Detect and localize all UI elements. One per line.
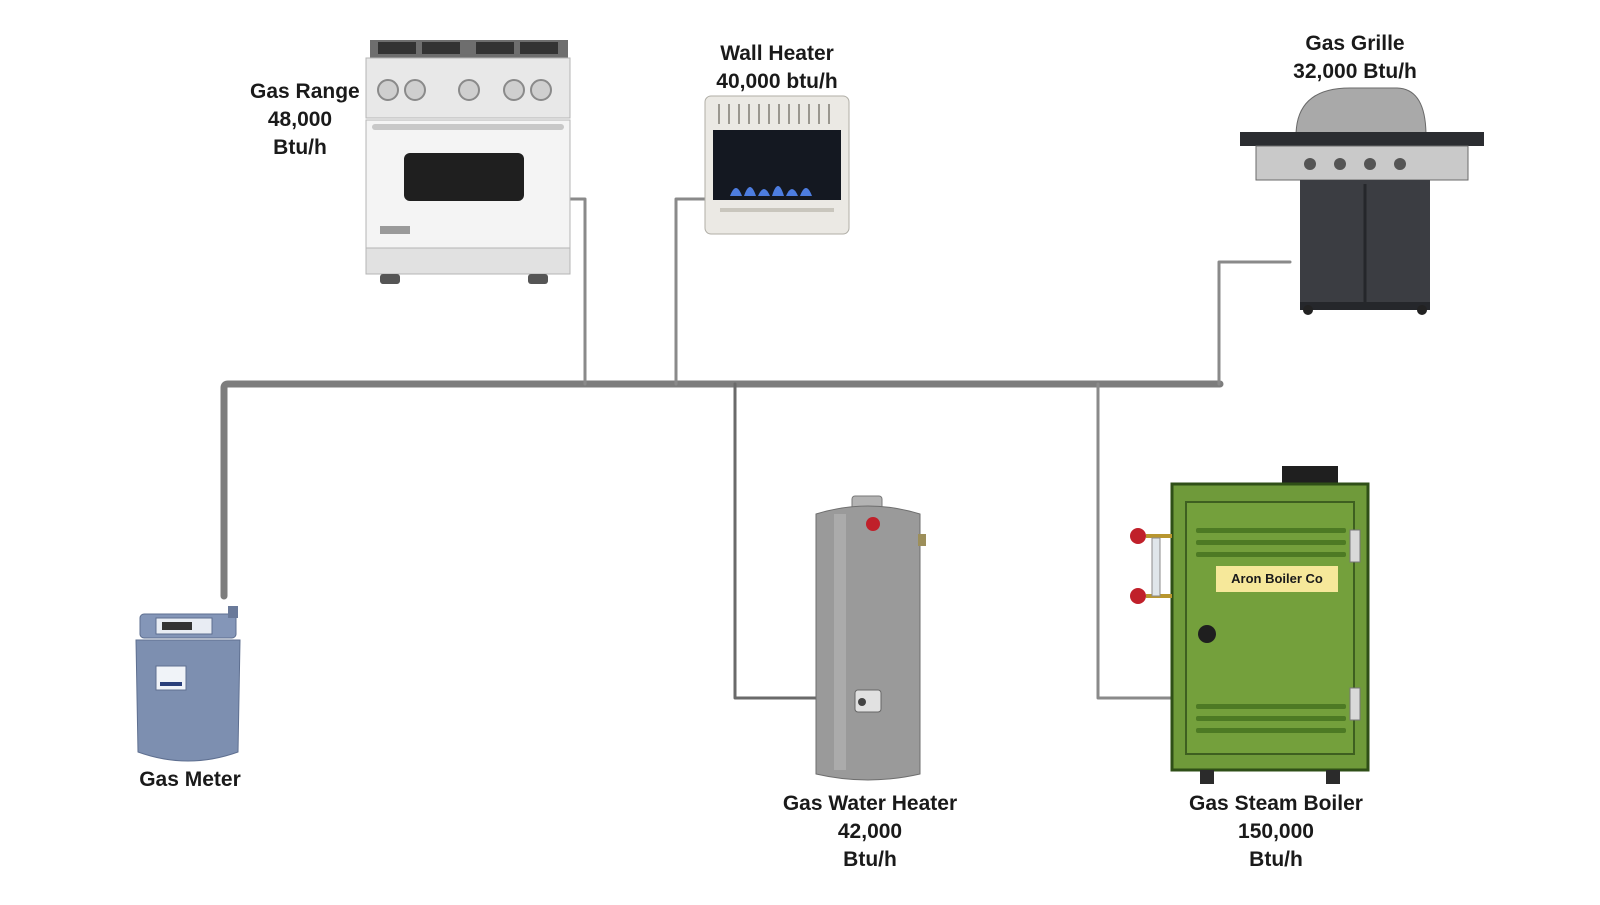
gas-grill-icon [1240, 87, 1484, 315]
water-heater-label: Gas Water Heater 42,000 Btu/h [770, 790, 970, 874]
steam-boiler-rating: 150,000 [1238, 820, 1314, 843]
steam-boiler-label: Gas Steam Boiler 150,000 Btu/h [1176, 790, 1376, 874]
gas-range-unit: Btu/h [273, 136, 327, 159]
gas-range-name: Gas Range [250, 80, 360, 103]
gas-meter-label: Gas Meter [130, 766, 250, 794]
steam-boiler-icon [1130, 466, 1370, 784]
gas-piping [220, 197, 1292, 700]
gas-range-label: Gas Range 48,000 Btu/h [250, 78, 360, 162]
steam-boiler-unit: Btu/h [1249, 848, 1303, 871]
gas-grill-label: Gas Grille 32,000 Btu/h [1280, 30, 1430, 86]
branch-gas-grill [1217, 260, 1292, 386]
wall-heater-icon [704, 95, 850, 235]
boiler-nameplate: Aron Boiler Co [1216, 566, 1338, 592]
gas-meter-name: Gas Meter [139, 768, 241, 791]
water-heater-name: Gas Water Heater [782, 792, 958, 815]
wall-heater-rating: 40,000 btu/h [716, 70, 838, 93]
wall-heater-label: Wall Heater 40,000 btu/h [702, 40, 852, 96]
steam-boiler-name: Gas Steam Boiler [1189, 792, 1363, 815]
main-gas-line [220, 380, 1224, 600]
gas-meter-icon [135, 606, 241, 762]
gas-range-icon [365, 40, 571, 284]
gas-grill-rating: 32,000 Btu/h [1293, 60, 1417, 83]
wall-heater-name: Wall Heater [720, 42, 834, 65]
gas-grill-name: Gas Grille [1305, 32, 1405, 55]
water-heater-rating: 42,000 [837, 820, 903, 843]
water-heater-icon [815, 495, 926, 781]
branch-gas-range [568, 197, 587, 386]
gas-range-rating: 48,000 [267, 108, 333, 131]
branch-steam-boiler [1096, 382, 1174, 700]
water-heater-unit: Btu/h [843, 848, 897, 871]
branch-wall-heater [674, 197, 707, 386]
